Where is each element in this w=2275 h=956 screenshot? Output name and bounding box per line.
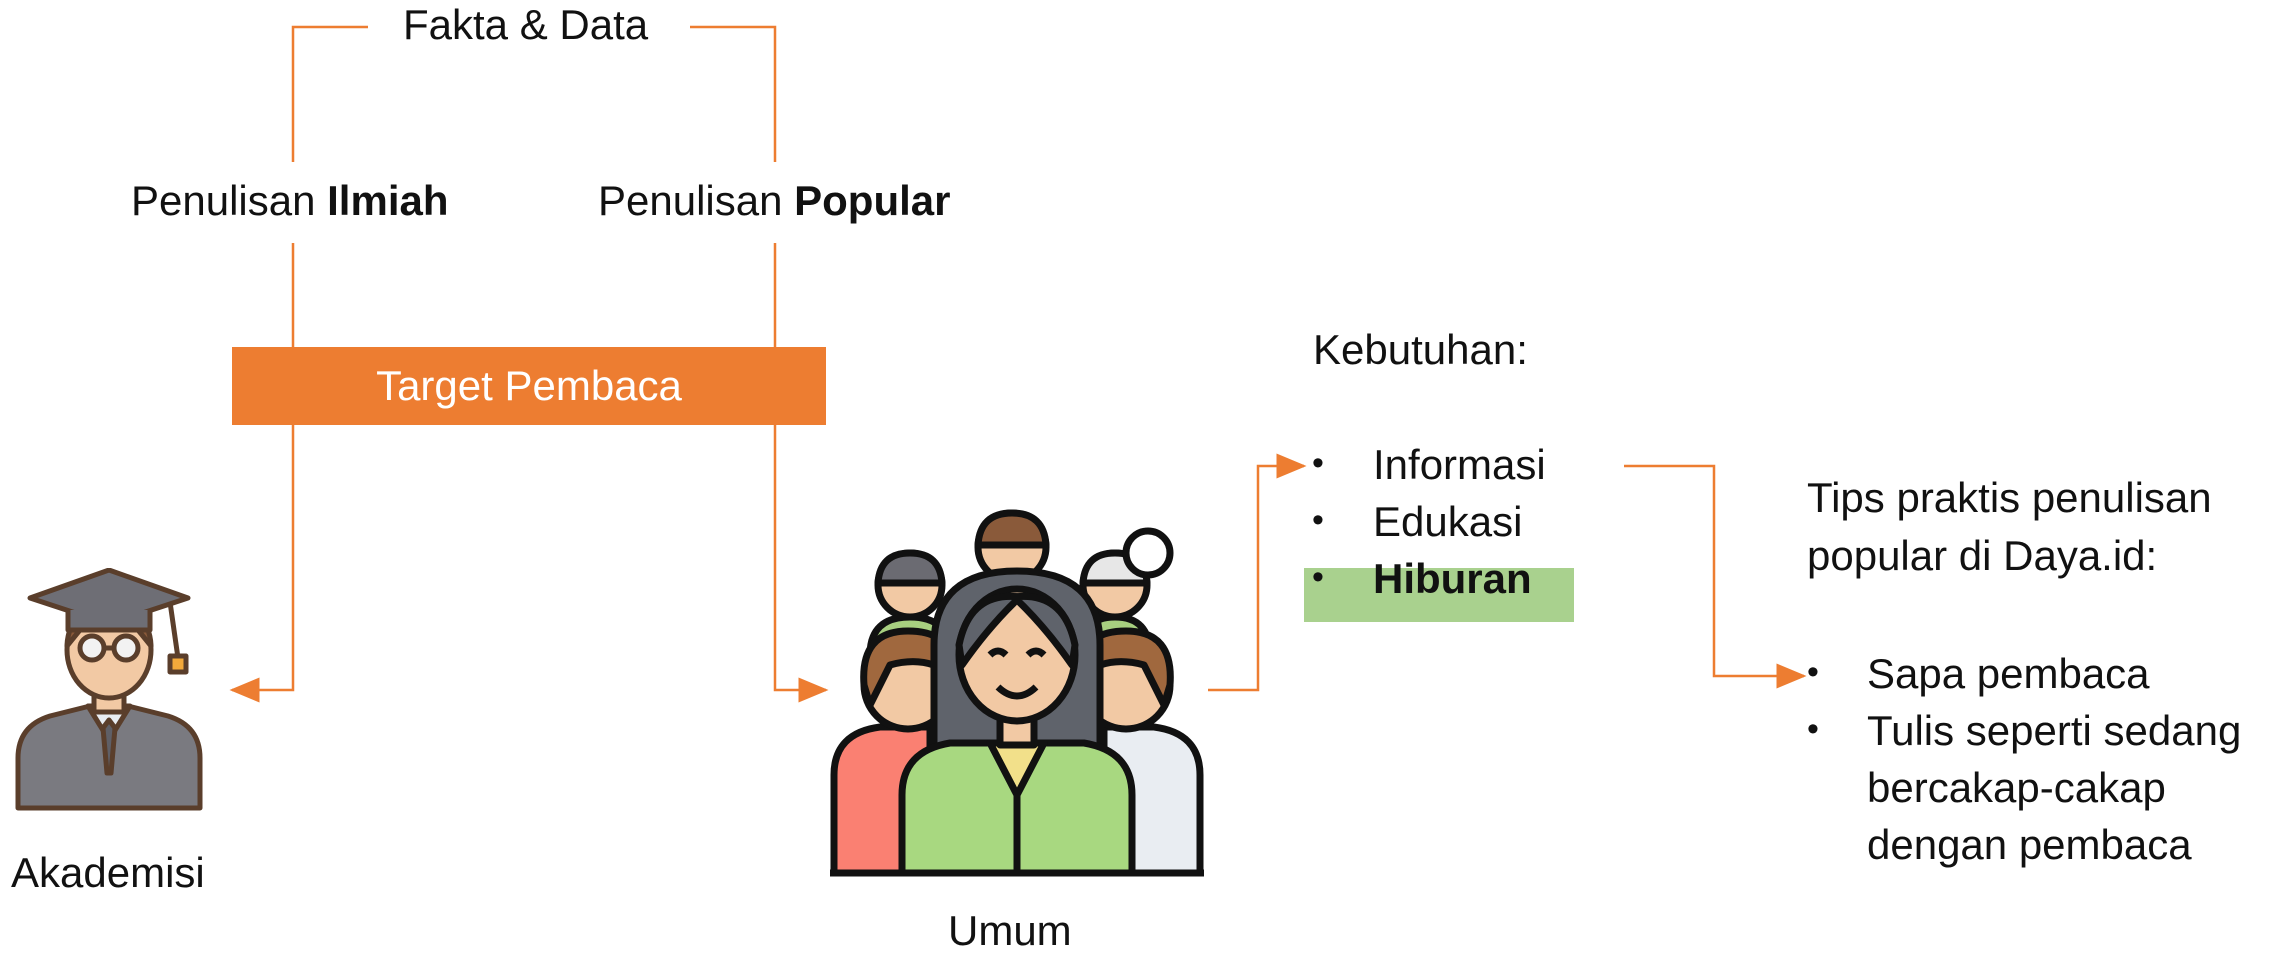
tips-title-line2: popular di Daya.id: (1807, 532, 2158, 579)
penulisan-ilmiah-label: Penulisan Ilmiah (131, 176, 449, 226)
bullet: • (1312, 444, 1324, 482)
bullet: • (1807, 710, 1819, 748)
hiburan-highlight (1304, 568, 1574, 622)
top-bracket-left (291, 25, 368, 162)
akademisi-label: Akademisi (11, 849, 205, 896)
target-pembaca-label: Target Pembaca (376, 362, 682, 409)
penulisan-popular-bold: Popular (794, 177, 951, 224)
kebutuhan-item-hiburan: Hiburan (1373, 555, 1532, 602)
penulisan-popular-prefix: Penulisan (598, 177, 795, 224)
arrow-to-kebutuhan (1208, 453, 1307, 692)
umum-label: Umum (948, 907, 1072, 954)
penulisan-popular-label: Penulisan Popular (598, 176, 951, 226)
kebutuhan-item-informasi: Informasi (1373, 441, 1546, 488)
bullet: • (1312, 501, 1324, 539)
bullet: • (1312, 558, 1324, 596)
graduate-icon (15, 568, 203, 811)
target-pembaca-box: Target Pembaca (232, 347, 826, 425)
kebutuhan-item-edukasi: Edukasi (1373, 498, 1523, 545)
kebutuhan-title: Kebutuhan: (1313, 326, 1528, 373)
arrow-to-tips (1624, 464, 1807, 689)
arrow-to-akademisi (229, 425, 295, 703)
penulisan-ilmiah-prefix: Penulisan (131, 177, 328, 224)
tips-item-sapa-pembaca: Sapa pembaca (1867, 650, 2150, 697)
fakta-data-label: Fakta & Data (403, 1, 649, 48)
tips-item-tulis-line3: dengan pembaca (1867, 821, 2192, 868)
crowd-icon (830, 509, 1204, 877)
arrow-to-umum (773, 425, 829, 703)
bullet: • (1807, 653, 1819, 691)
tips-title-line1: Tips praktis penulisan (1807, 474, 2212, 521)
tips-item-tulis-line2: bercakap-cakap (1867, 764, 2166, 811)
tips-item-tulis-line1: Tulis seperti sedang (1867, 707, 2242, 754)
penulisan-ilmiah-bold: Ilmiah (327, 177, 449, 224)
top-bracket-right (690, 25, 777, 162)
